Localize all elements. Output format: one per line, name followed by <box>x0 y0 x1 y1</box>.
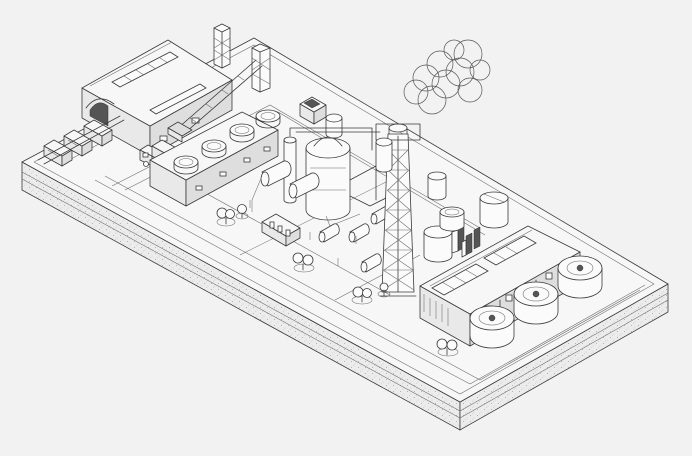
cooling-tower <box>513 281 559 325</box>
tree <box>351 286 373 305</box>
tree <box>235 204 249 220</box>
storage-tank-icon <box>375 137 509 263</box>
chimney-stack-icon <box>375 123 421 297</box>
storage-tank <box>439 206 465 232</box>
tree <box>377 282 391 298</box>
storage-tank <box>427 171 447 201</box>
storage-tank <box>479 191 509 229</box>
conveyor-tower-icon <box>167 23 271 143</box>
cooling-fan <box>255 109 281 129</box>
pump-unit <box>360 253 382 273</box>
tree <box>436 338 459 357</box>
freight-train-icon <box>37 115 125 167</box>
cooling-tower-icon <box>469 255 603 349</box>
pump-unit <box>348 223 370 243</box>
tree <box>216 207 236 227</box>
tree-icon <box>216 204 459 357</box>
boiler-icon <box>251 113 391 227</box>
horizontal-drum <box>288 172 320 199</box>
storage-tank <box>375 137 393 173</box>
control-kiosk <box>299 96 327 125</box>
smoke-plume-icon <box>403 39 491 115</box>
cooling-fan-row <box>173 109 281 175</box>
cooling-fan <box>229 123 255 143</box>
cooling-fan <box>173 155 199 175</box>
fence-posts <box>249 200 357 266</box>
switchgear-cabinets <box>451 226 481 258</box>
tree <box>292 252 315 273</box>
storage-tank <box>423 225 453 263</box>
cooling-tower <box>557 255 603 299</box>
pump-unit <box>318 223 340 243</box>
cooling-tower <box>469 305 515 349</box>
cooling-fan <box>201 139 227 159</box>
horizontal-drum <box>260 160 292 187</box>
